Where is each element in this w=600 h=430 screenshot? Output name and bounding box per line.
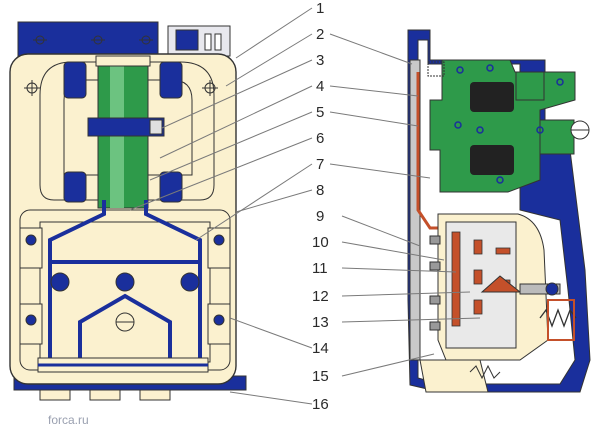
armature-mid (539, 119, 575, 155)
callout-16: 16 (312, 396, 329, 413)
leader-15 (341, 353, 435, 377)
callout-8: 8 (316, 182, 324, 199)
leader-lines (129, 7, 481, 405)
section-foot (419, 359, 489, 393)
right-coil-terminal (159, 61, 183, 99)
top-terminal-slot-2 (214, 33, 222, 51)
callout-15: 15 (312, 368, 329, 385)
top-terminal-block (17, 21, 159, 57)
contact-cone (480, 275, 522, 293)
leader-11 (341, 267, 457, 273)
leader-14 (229, 317, 313, 349)
callout-2: 2 (316, 26, 324, 43)
armature-top (515, 71, 545, 101)
top-terminal-nut (175, 29, 199, 51)
callout-6: 6 (316, 130, 324, 147)
callout-7: 7 (316, 156, 324, 173)
callout-13: 13 (312, 314, 329, 331)
base-feet (39, 389, 171, 401)
coil-chamber-outline (39, 61, 215, 201)
callout-1: 1 (316, 0, 324, 17)
callout-12: 12 (312, 288, 329, 305)
leader-12 (341, 291, 471, 297)
top-spring (427, 61, 445, 77)
return-spring (539, 308, 577, 328)
leader-16 (229, 391, 313, 405)
callout-14: 14 (312, 340, 329, 357)
contact-rod (519, 283, 561, 295)
foot-spring (469, 364, 501, 380)
leader-4 (159, 85, 313, 159)
left-lower-terminal (63, 171, 87, 203)
leader-2 (225, 33, 313, 87)
contact-framework (48, 200, 202, 360)
callout-4: 4 (316, 78, 324, 95)
top-terminal-slot-1 (204, 33, 212, 51)
leader-13 (341, 317, 481, 323)
watermark: forca.ru (48, 413, 89, 427)
callout-9: 9 (316, 208, 324, 225)
leader-6 (129, 137, 313, 211)
leader-1 (235, 7, 313, 59)
front-view (9, 21, 247, 401)
side-screws (429, 235, 441, 331)
callout-10: 10 (312, 234, 329, 251)
moving-contact-bridge (78, 293, 172, 370)
leader-5 (149, 111, 313, 181)
leader-8 (235, 189, 313, 213)
right-lower-terminal (159, 171, 183, 203)
spring-cup (547, 299, 575, 341)
green-screws (454, 64, 564, 184)
leader-9 (341, 215, 421, 247)
callout-11: 11 (312, 260, 328, 277)
callout-5: 5 (316, 104, 324, 121)
green-coil-cap (95, 55, 151, 67)
side-terminal-nuts (25, 234, 225, 326)
coil-clamp-spring (149, 119, 163, 135)
left-coil-terminal (63, 61, 87, 99)
contact-bolts (50, 272, 200, 292)
callout-numbers: 1 2 3 4 5 6 7 8 9 10 11 12 13 14 15 16 (312, 0, 329, 413)
coil-winding-lower (470, 145, 514, 175)
side-section-view (407, 29, 591, 393)
coil-winding-upper (470, 82, 514, 112)
leader-3 (161, 59, 313, 129)
callout-3: 3 (316, 52, 324, 69)
mounting-marks (24, 35, 218, 96)
leader-10 (341, 241, 445, 261)
leader-7 (195, 163, 313, 241)
contact-rod-end (545, 282, 559, 296)
